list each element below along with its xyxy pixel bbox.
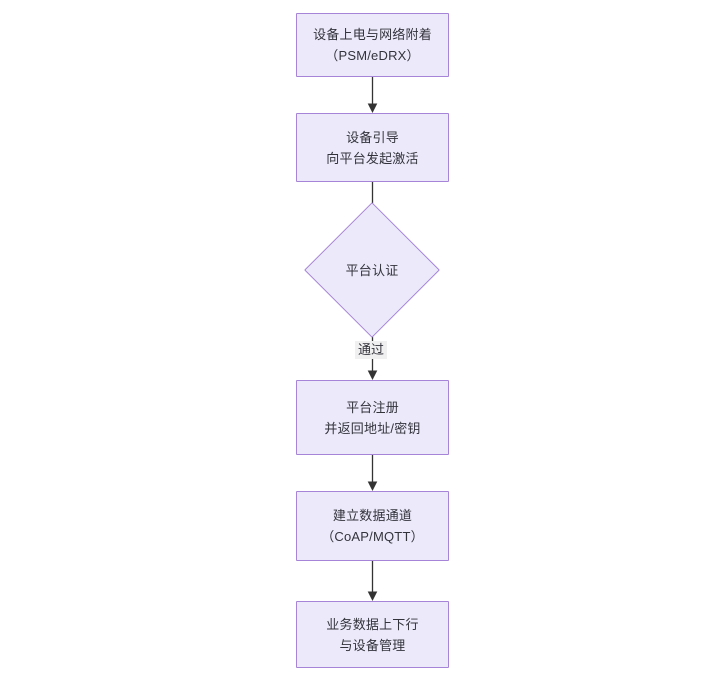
node-label-business-data-and-device-management: 业务数据上下行 与设备管理 bbox=[326, 616, 419, 653]
node-device-bootstrap[interactable]: 设备引导 向平台发起激活 bbox=[296, 113, 449, 182]
edge-n4-n5 bbox=[367, 455, 378, 491]
edge-label-pass: 通过 bbox=[355, 341, 388, 359]
node-label-platform-registration: 平台注册 并返回地址/密钥 bbox=[324, 399, 421, 436]
node-establish-data-channel[interactable]: 建立数据通道 （CoAP/MQTT） bbox=[296, 491, 449, 561]
node-platform-authentication[interactable]: 平台认证 bbox=[304, 202, 440, 338]
edge-n1-n2 bbox=[367, 77, 378, 113]
node-label-device-bootstrap: 设备引导 向平台发起激活 bbox=[326, 129, 419, 166]
node-device-power-on[interactable]: 设备上电与网络附着 （PSM/eDRX） bbox=[296, 13, 449, 77]
edge-n5-n6 bbox=[367, 561, 378, 601]
node-business-data-and-device-management[interactable]: 业务数据上下行 与设备管理 bbox=[296, 601, 449, 668]
node-label-establish-data-channel: 建立数据通道 （CoAP/MQTT） bbox=[321, 508, 424, 544]
node-label-device-power-on: 设备上电与网络附着 （PSM/eDRX） bbox=[313, 27, 432, 63]
node-label-platform-authentication: 平台认证 bbox=[345, 262, 399, 278]
node-platform-registration[interactable]: 平台注册 并返回地址/密钥 bbox=[296, 380, 449, 455]
